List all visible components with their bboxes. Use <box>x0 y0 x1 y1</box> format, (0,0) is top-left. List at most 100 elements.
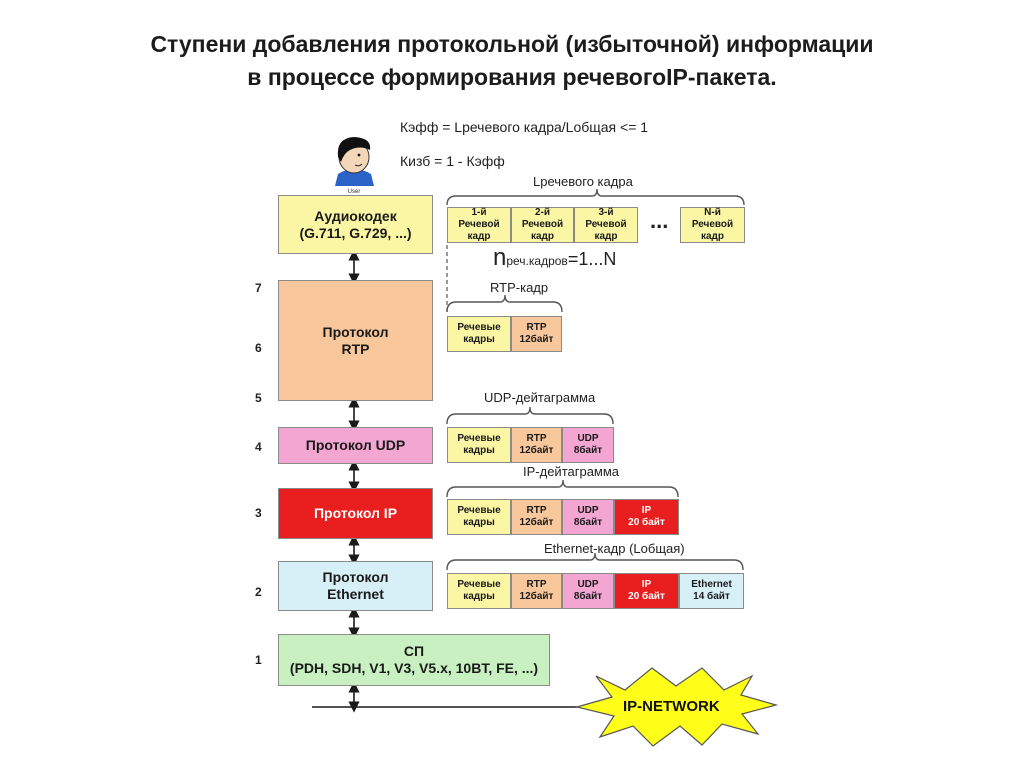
ip-row-rtp-line2: 12байт <box>519 517 554 528</box>
voice-frame-2: 2-й Речевой кадр <box>511 207 574 243</box>
eth-row-speech: Речевые кадры <box>447 573 511 609</box>
rtp-row-speech: Речевые кадры <box>447 316 511 352</box>
frame-count-n: n <box>493 244 507 271</box>
eth-row-speech-line1: Речевые <box>457 579 501 590</box>
voice-frame-1-line3: кадр <box>467 231 491 242</box>
eth-row-ethernet: Ethernet 14 байт <box>679 573 744 609</box>
frame-count-range: =1...N <box>567 249 617 269</box>
eth-row-ethernet-line1: Ethernet <box>691 579 732 590</box>
voice-frame-3-line1: 3-й <box>598 207 614 218</box>
layer-codec-title: Аудиокодек <box>314 207 397 224</box>
ip-row-udp: UDP 8байт <box>562 499 614 535</box>
ip-row-speech: Речевые кадры <box>447 499 511 535</box>
layer-physical: СП (PDH, SDH, V1, V3, V5.x, 10BT, FE, ..… <box>278 634 550 686</box>
brace-ip <box>446 479 679 498</box>
layer-physical-subtitle: (PDH, SDH, V1, V3, V5.x, 10BT, FE, ...) <box>289 660 539 676</box>
layer-ip-title: Протокол IP <box>313 505 398 521</box>
udp-row-udp: UDP 8байт <box>562 427 614 463</box>
voice-frame-3: 3-й Речевой кадр <box>574 207 638 243</box>
formula-kizb: Кизб = 1 - Кэфф <box>400 153 505 169</box>
user-caption: User <box>348 189 361 195</box>
level-number-1: 1 <box>255 653 262 667</box>
ethernet-frame-label: Ethernet-кадр (Lобщая) <box>544 541 685 556</box>
page-title: Ступени добавления протокольной (избыточ… <box>0 28 1024 94</box>
layer-ethernet-subtitle: Ethernet <box>327 586 384 602</box>
ip-row-rtp: RTP 12байт <box>511 499 562 535</box>
level-number-3: 3 <box>255 506 262 520</box>
frame-count-sub: реч.кадров <box>506 254 568 268</box>
eth-row-speech-line2: кадры <box>463 591 495 602</box>
level-number-5: 5 <box>255 391 262 405</box>
level-number-6: 6 <box>255 341 262 355</box>
voice-frame-2-line3: кадр <box>530 231 555 242</box>
layer-codec: Аудиокодек (G.711, G.729, ...) <box>278 195 433 254</box>
ip-row-ip-line1: IP <box>641 505 652 516</box>
title-line-1: Ступени добавления протокольной (избыточ… <box>150 31 874 57</box>
level-number-4: 4 <box>255 440 262 454</box>
voice-frame-n: N-й Речевой кадр <box>680 207 745 243</box>
layer-udp-title: Протокол UDP <box>305 437 406 453</box>
eth-row-udp-line2: 8байт <box>573 591 603 602</box>
eth-row-udp-line1: UDP <box>577 579 599 590</box>
udp-row-speech-line2: кадры <box>463 445 495 456</box>
voice-frame-3-line3: кадр <box>594 231 618 242</box>
ip-row-ip: IP 20 байт <box>614 499 679 535</box>
layer-ethernet: Протокол Ethernet <box>278 561 433 611</box>
eth-row-ethernet-line2: 14 байт <box>693 591 730 602</box>
layer-codec-subtitle: (G.711, G.729, ...) <box>299 224 412 241</box>
brace-rtp-frame <box>446 294 563 313</box>
frame-count-formula: nреч.кадров=1...N <box>493 244 616 272</box>
ip-row-udp-line2: 8байт <box>573 517 603 528</box>
udp-row-rtp-line2: 12байт <box>519 445 554 456</box>
ip-network-burst <box>574 667 779 747</box>
voice-frame-n-line3: кадр <box>700 231 725 242</box>
level-number-7: 7 <box>255 281 262 295</box>
layer-rtp: Протокол RTP <box>278 280 433 401</box>
voice-frame-2-line1: 2-й <box>534 207 551 218</box>
user-icon <box>335 137 374 186</box>
udp-row-speech-line1: Речевые <box>457 433 501 444</box>
eth-row-udp: UDP 8байт <box>562 573 614 609</box>
eth-row-rtp-line2: 12байт <box>519 591 554 602</box>
voice-frame-3-line2: Речевой <box>585 219 627 230</box>
voice-frame-n-line2: Речевой <box>691 219 734 230</box>
rtp-row-rtp-line2: 12байт <box>519 334 554 345</box>
rtp-row-speech-line2: кадры <box>463 334 495 345</box>
eth-row-rtp-line1: RTP <box>526 579 547 590</box>
voice-frame-n-line1: N-й <box>704 207 721 218</box>
ip-network-label: IP-NETWORK <box>623 698 720 715</box>
rtp-row-speech-line1: Речевые <box>457 322 501 333</box>
ip-row-rtp-line1: RTP <box>526 505 547 516</box>
udp-row-speech: Речевые кадры <box>447 427 511 463</box>
eth-row-rtp: RTP 12байт <box>511 573 562 609</box>
udp-row-rtp-line1: RTP <box>526 433 547 444</box>
voice-frame-1-line1: 1-й <box>471 207 487 218</box>
brace-udp <box>446 406 614 425</box>
brace-ethernet <box>446 552 744 571</box>
brace-voice-frames <box>446 188 745 206</box>
ip-row-speech-line2: кадры <box>463 517 495 528</box>
layer-ethernet-title: Протокол <box>322 569 389 585</box>
layer-rtp-subtitle: RTP <box>341 340 370 357</box>
title-line-2: в процессе формирования речевогоIP-пакет… <box>247 64 777 90</box>
rtp-row-rtp: RTP 12байт <box>511 316 562 352</box>
udp-row-udp-line1: UDP <box>577 433 599 444</box>
layer-udp: Протокол UDP <box>278 427 433 464</box>
voice-frame-length-label: Lречевого кадра <box>533 174 633 189</box>
layer-ip: Протокол IP <box>278 488 433 539</box>
level-number-2: 2 <box>255 585 262 599</box>
layer-physical-title: СП <box>403 643 425 659</box>
eth-row-ip-line2: 20 байт <box>628 591 665 602</box>
udp-datagram-label: UDP-дейтаграмма <box>484 390 596 405</box>
ip-row-udp-line1: UDP <box>577 505 599 516</box>
formula-keff: Кэфф = Lречевого кадра/Lобщая <= 1 <box>400 119 649 135</box>
voice-frame-2-line2: Речевой <box>521 219 564 230</box>
voice-frames-ellipsis: ... <box>650 208 669 233</box>
eth-row-ip: IP 20 байт <box>614 573 679 609</box>
ip-row-ip-line2: 20 байт <box>628 517 665 528</box>
udp-row-udp-line2: 8байт <box>573 445 603 456</box>
layer-rtp-title: Протокол <box>322 323 389 340</box>
rtp-row-rtp-line1: RTP <box>526 322 547 333</box>
ip-datagram-label: IP-дейтаграмма <box>523 464 620 479</box>
